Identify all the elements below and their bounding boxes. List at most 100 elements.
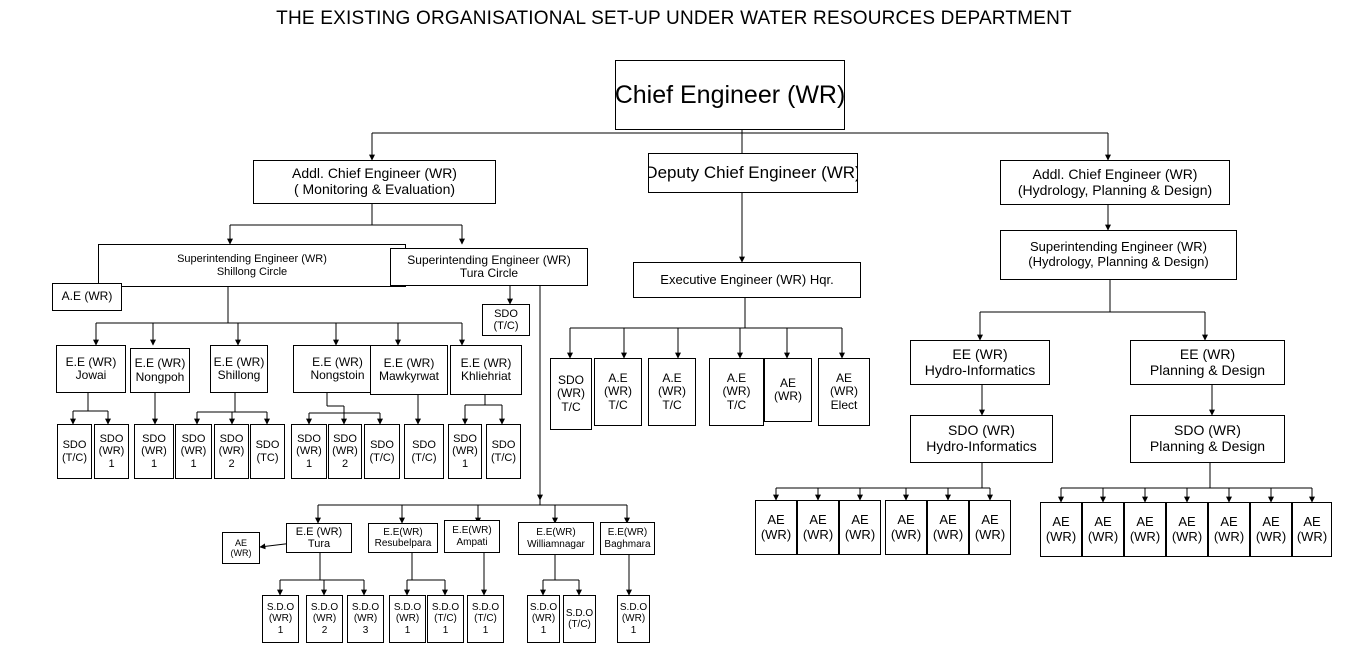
node-text-line: (WR) (774, 389, 802, 403)
node-text-line: SDO (494, 307, 518, 320)
node-text-line: (WR) (230, 548, 252, 558)
node-text-line: (Hydrology, Planning & Design) (1028, 254, 1209, 269)
node-text-line: Nongpoh (135, 369, 185, 384)
node-hq-sdo-wr-tc: SDO(WR)T/C (550, 358, 592, 430)
node-text-line: S.D.O (471, 602, 500, 614)
node-text-line: E.E(WR) (607, 527, 648, 539)
node-text-line: Hydro-Informatics (924, 361, 1036, 378)
node-williamnagar-sdo-wr1: S.D.O(WR)1 (527, 595, 560, 643)
node-text-line: Planning & Design (1149, 438, 1266, 454)
node-ee-nongpoh: E.E (WR)Nongpoh (130, 348, 190, 393)
node-text-line: T/C (561, 399, 581, 414)
node-text-line: Superintending Engineer (WR) (1029, 239, 1208, 255)
node-text-line: E.E (WR) (312, 354, 363, 369)
node-text-line: AE (939, 511, 957, 527)
node-text-line: AE (1178, 513, 1196, 529)
node-ee-khliehriat: E.E (WR)Khliehriat (450, 345, 522, 395)
node-text-line: (WR) (98, 445, 125, 458)
node-text-line: (WR) (658, 384, 686, 399)
node-hq-ae-wr: AE(WR) (764, 358, 812, 422)
node-text-line: ( Monitoring & Evaluation) (293, 181, 456, 197)
node-text-line: Mawkyrwat (378, 369, 439, 383)
node-text-line: Elect (830, 397, 858, 412)
node-text-line: (T/C) (61, 451, 88, 464)
node-text-line: (WR) (531, 613, 556, 625)
node-text-line: E.E (WR) (213, 354, 265, 369)
node-text-line: 1 (404, 624, 411, 636)
node-text-line: Addl. Chief Engineer (WR) (1032, 165, 1198, 182)
node-text-line: (T/C) (411, 451, 437, 464)
node-text-line: SDO (491, 439, 516, 452)
node-nongstoin-sdo-wr2: SDO(WR)2 (328, 424, 362, 479)
node-text-line: SDO (412, 439, 436, 452)
node-hq-ae-elect: AE(WR)Elect (818, 358, 870, 426)
node-williamnagar-sdo-tc: S.D.O(T/C) (563, 595, 596, 643)
node-text-line: Superintending Engineer (WR) (177, 253, 327, 266)
node-ce: Chief Engineer (WR) (615, 60, 845, 130)
node-text-line: 1 (482, 624, 489, 636)
node-text-line: (WR) (1213, 528, 1245, 544)
node-text-line: (WR) (974, 526, 1006, 542)
node-nongstoin-sdo-tc: SDO(T/C) (364, 424, 400, 479)
node-shillong-sdo-tc: SDO(TC) (250, 424, 285, 479)
node-text-line: Ampati (456, 536, 488, 548)
node-text-line: T/C (662, 397, 682, 412)
node-text-line: (WR) (180, 445, 207, 458)
node-text-line: A.E (WR) (61, 289, 113, 304)
node-text-line: S.D.O (393, 602, 422, 614)
node-text-line: E.E(WR) (383, 526, 423, 538)
node-pd-ae-5: AE(WR) (1208, 502, 1250, 557)
node-text-line: 1 (442, 624, 449, 636)
node-ee-ampati: E.E(WR)Ampati (444, 520, 500, 553)
node-text-line: E.E(WR) (452, 525, 492, 537)
node-text-line: (WR) (452, 445, 478, 458)
node-text-line: AE (1262, 513, 1280, 529)
node-text-line: (WR) (760, 526, 792, 542)
node-text-line: (T/C) (369, 451, 395, 464)
node-text-line: AE (1220, 513, 1238, 529)
node-se-shillong: Superintending Engineer (WR)Shillong Cir… (98, 244, 406, 287)
node-text-line: SDO (62, 439, 87, 452)
node-ee-jowai: E.E (WR)Jowai (56, 345, 126, 393)
node-hydro-ae-5: AE(WR) (927, 500, 969, 555)
node-pd-ae-4: AE(WR) (1166, 502, 1208, 557)
node-pd-ae-6: AE(WR) (1250, 502, 1292, 557)
node-sdo-hydro: SDO (WR)Hydro-Informatics (910, 415, 1053, 463)
node-ee-hydro: EE (WR)Hydro-Informatics (910, 340, 1050, 385)
node-pd-ae-3: AE(WR) (1124, 502, 1166, 557)
node-text-line: 1 (277, 624, 284, 636)
node-text-line: (T/C) (493, 320, 519, 332)
node-ee-pd: EE (WR)Planning & Design (1130, 340, 1285, 385)
node-text-line: E.E (WR) (134, 356, 186, 371)
node-ee-shillong: E.E (WR)Shillong (210, 345, 268, 393)
node-text-line: A.E (662, 370, 682, 385)
node-text-line: E.E (WR) (65, 354, 117, 369)
node-text-line: (WR) (890, 526, 922, 542)
node-text-line: (WR) (332, 445, 358, 458)
node-ee-mawkyrwat: E.E (WR)Mawkyrwat (370, 345, 448, 395)
node-pd-ae-7: AE(WR) (1292, 502, 1332, 557)
node-text-line: (WR) (296, 445, 322, 458)
node-text-line: A.E (608, 370, 628, 385)
node-text-line: SDO (181, 433, 206, 446)
node-shillong-sdo-wr2: SDO(WR)2 (214, 424, 249, 479)
node-sdo-tura-tc: SDO(T/C) (482, 304, 530, 336)
node-text-line: Deputy Chief Engineer (WR) (648, 163, 858, 183)
node-text-line: 2 (341, 457, 349, 470)
node-ace-hpd: Addl. Chief Engineer (WR)(Hydrology, Pla… (1000, 160, 1230, 205)
node-text-line: S.D.O (351, 602, 380, 614)
node-hq-ae-wr-tc-3: A.E(WR)T/C (709, 358, 764, 426)
node-text-line: (WR) (268, 613, 293, 625)
node-text-line: E.E (WR) (295, 525, 343, 538)
node-text-line: AE (851, 511, 869, 527)
node-text-line: (T/C) (434, 613, 457, 625)
node-hydro-ae-2: AE(WR) (797, 500, 839, 555)
node-ee-baghmara: E.E(WR)Baghmara (600, 522, 655, 555)
node-resubelpara-sdo-tc1: S.D.O(T/C)1 (427, 595, 464, 643)
node-text-line: (WR) (1045, 528, 1077, 544)
node-pd-ae-2: AE(WR) (1082, 502, 1124, 557)
node-text-line: 1 (305, 457, 313, 470)
node-text-line: (WR) (621, 613, 646, 625)
node-text-line: AE (1136, 513, 1154, 529)
